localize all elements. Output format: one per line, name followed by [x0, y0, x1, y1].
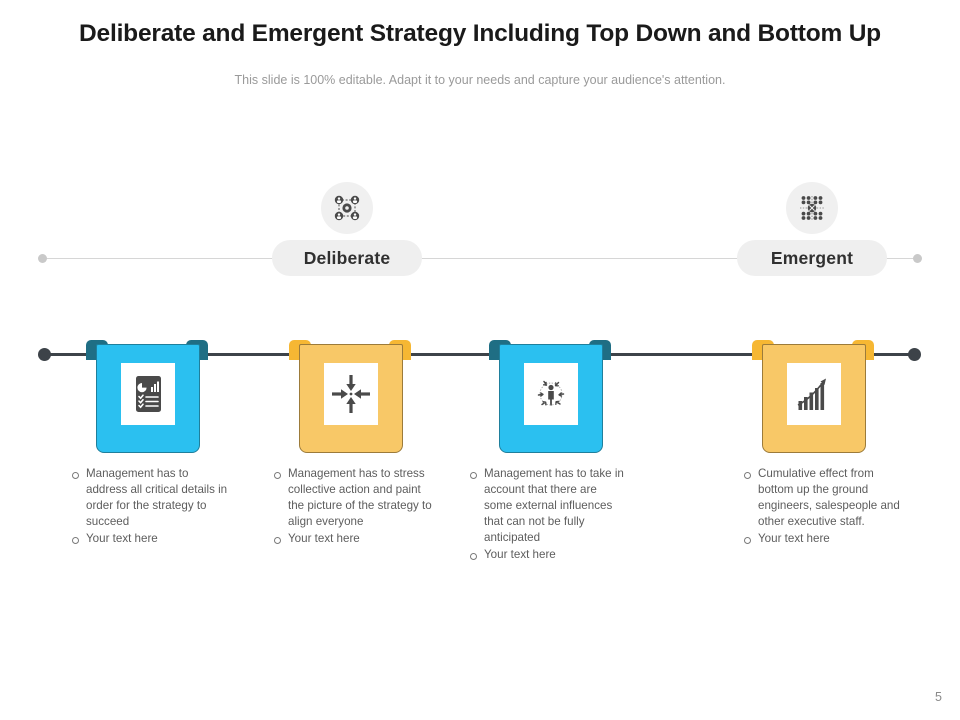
list-item: Management has to take in account that t… [468, 466, 628, 546]
page-number: 5 [935, 690, 942, 704]
report-analytics-icon [121, 362, 175, 425]
list-item: Cumulative effect from bottom up the gro… [742, 466, 902, 530]
growth-chart-icon [787, 362, 841, 425]
banner-card[interactable] [289, 340, 411, 453]
bullet-list: Cumulative effect from bottom up the gro… [742, 466, 902, 548]
list-item: Your text here [70, 531, 230, 547]
list-item: Management has to stress collective acti… [272, 466, 432, 530]
banner-body [499, 344, 603, 453]
banner-card[interactable] [489, 340, 611, 453]
category-connector-line-middle [414, 258, 744, 259]
bullet-list: Management has to address all critical d… [70, 466, 230, 548]
banner-body [96, 344, 200, 453]
banner-body [762, 344, 866, 453]
page-subtitle: This slide is 100% editable. Adapt it to… [234, 73, 726, 87]
banner-rail-endpoint-left [38, 348, 51, 361]
banner-rail-endpoint-right [908, 348, 921, 361]
banner-rail-line [46, 353, 914, 356]
bullet-list: Management has to stress collective acti… [272, 466, 432, 548]
category-connector-line-left [40, 258, 280, 259]
banner-card[interactable] [752, 340, 874, 453]
bullet-list: Management has to take in account that t… [468, 466, 628, 565]
category-line-endpoint-right [913, 254, 922, 263]
category-line-endpoint-left [38, 254, 47, 263]
team-network-icon [321, 182, 373, 234]
distributed-network-icon [786, 182, 838, 234]
person-external-influences-icon [524, 362, 578, 425]
category-label: Emergent [770, 247, 854, 268]
category-pill-deliberate[interactable]: Deliberate [272, 240, 422, 276]
list-item: Your text here [742, 531, 902, 547]
banner-card[interactable] [86, 340, 208, 453]
category-connector-line-right [880, 258, 920, 259]
category-pill-emergent[interactable]: Emergent [737, 240, 887, 276]
converging-arrows-icon [324, 362, 378, 425]
list-item: Your text here [272, 531, 432, 547]
category-label: Deliberate [303, 247, 391, 268]
banner-body [299, 344, 403, 453]
list-item: Management has to address all critical d… [70, 466, 230, 530]
list-item: Your text here [468, 547, 628, 563]
page-title: Deliberate and Emergent Strategy Includi… [79, 20, 881, 47]
